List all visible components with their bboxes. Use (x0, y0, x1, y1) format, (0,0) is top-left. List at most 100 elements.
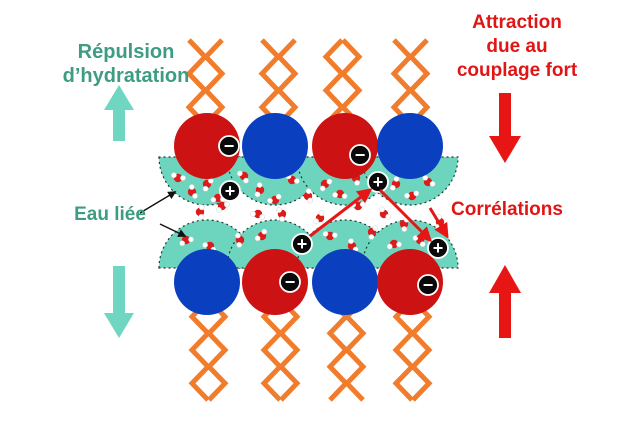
water-hydrogen (254, 235, 261, 242)
ions: −−−−++++ (218, 135, 449, 296)
anionic-lipid-head (312, 113, 378, 179)
cation-sign: + (297, 234, 308, 254)
water-hydrogen (332, 192, 338, 198)
cation (291, 233, 313, 255)
lipid-tail (407, 38, 431, 126)
water-hydrogen (401, 226, 408, 232)
lipid-tail (275, 38, 299, 126)
water-hydrogen (259, 214, 265, 220)
water-hydrogen (413, 190, 420, 197)
lipid-tail (343, 298, 367, 402)
water-hydrogen (385, 213, 392, 220)
cation (367, 171, 389, 193)
bound-water-label: Eau liée (74, 204, 146, 225)
neutral-lipid-head (174, 249, 240, 315)
neutral-lipid-head (312, 249, 378, 315)
lipid-tail (202, 38, 226, 126)
repulsion-arrows (104, 85, 134, 338)
water-hydrogen (307, 197, 314, 204)
cation-sign: + (225, 181, 236, 201)
water-hydrogen (386, 243, 393, 250)
hydration-repulsion-label-line: d’hydratation (62, 65, 190, 87)
water-hydrogen (192, 193, 198, 199)
attraction-arrows (489, 93, 521, 338)
cation (219, 180, 241, 202)
negative-charge (218, 135, 240, 157)
water-hydrogen (354, 180, 360, 186)
water-hydrogen (429, 181, 436, 187)
anionic-lipid-head (242, 249, 308, 315)
water-hydrogen (180, 175, 186, 181)
lipid-tail (390, 38, 414, 126)
water-hydrogen (313, 218, 319, 224)
water-hydrogen (326, 178, 333, 185)
water-hydrogen (396, 241, 402, 248)
lipid-tail (277, 298, 301, 402)
water-hydrogen (202, 185, 209, 192)
attraction-label-line: due au (486, 36, 548, 57)
correlations-label: Corrélations (451, 199, 563, 220)
correlation-arrow (428, 207, 449, 239)
lipid-tail (409, 298, 433, 402)
bound-water-pointer (139, 191, 177, 214)
hydration-repulsion-label: Répulsion d’hydratation (48, 40, 204, 88)
water-hydrogen (393, 176, 400, 182)
negative-charge-sign: − (355, 145, 366, 165)
water-hydrogen (188, 184, 195, 190)
water-hydrogen (188, 236, 194, 243)
water-hydrogen (243, 177, 249, 184)
lipid-tail (188, 298, 212, 402)
cation-sign: + (373, 172, 384, 192)
water-hydrogen (210, 196, 217, 203)
anionic-lipid-head (377, 249, 443, 315)
anionic-lipid-head (174, 113, 240, 179)
water-hydrogen (319, 185, 326, 192)
water-hydrogen (379, 206, 385, 213)
water-hydrogen (389, 184, 396, 191)
water-hydrogen (368, 234, 375, 240)
water-hydrogen (305, 188, 312, 194)
negative-charge-sign: − (285, 272, 296, 292)
water-hydrogen (179, 240, 186, 247)
water-hydrogen (236, 170, 243, 177)
water-hydrogen (294, 178, 300, 184)
water-hydrogen (279, 216, 285, 222)
correlation-arrow (309, 188, 373, 238)
strong-coupling-attraction-label: Attraction due au couplage fort (432, 11, 602, 83)
water-hydrogen (261, 228, 268, 235)
attraction-label-line: couplage fort (456, 60, 578, 81)
water-hydrogen (332, 232, 338, 239)
water-hydrogen (359, 201, 366, 208)
repulsion-arrow-down (104, 266, 134, 338)
neutral-lipid-head (377, 113, 443, 179)
correlation-arrows (309, 188, 449, 243)
neutral-lipid-head (242, 113, 308, 179)
water-hydrogen (341, 193, 348, 199)
bound-water-pointers (139, 191, 187, 237)
water-hydrogen (322, 231, 329, 237)
water-hydrogen (318, 210, 325, 217)
water-hydrogen (202, 242, 208, 248)
lipid-tail (339, 38, 363, 126)
lipid-tail (392, 298, 416, 402)
repulsion-arrow-up (104, 85, 134, 141)
lipid-tail (258, 38, 282, 126)
water-hydrogen (267, 197, 273, 204)
lipid-tails-top (185, 38, 431, 126)
water-hydrogen (275, 193, 282, 200)
attraction-label-line: Attraction (472, 12, 562, 33)
water-hydrogen (198, 204, 205, 211)
lipid-tail (185, 38, 209, 126)
water-hydrogen (171, 172, 177, 179)
water-hydrogen (236, 242, 243, 248)
water-hydrogen (223, 201, 230, 208)
bound-water-pointer (159, 223, 187, 237)
attraction-arrow-up (489, 265, 521, 338)
water-hydrogen (235, 232, 241, 239)
lipid-tail (205, 298, 229, 402)
hydration-repulsion-label-line: Répulsion (77, 41, 175, 63)
water-hydrogen (412, 235, 419, 241)
water-hydrogen (372, 225, 379, 232)
water-hydrogen (419, 241, 426, 248)
